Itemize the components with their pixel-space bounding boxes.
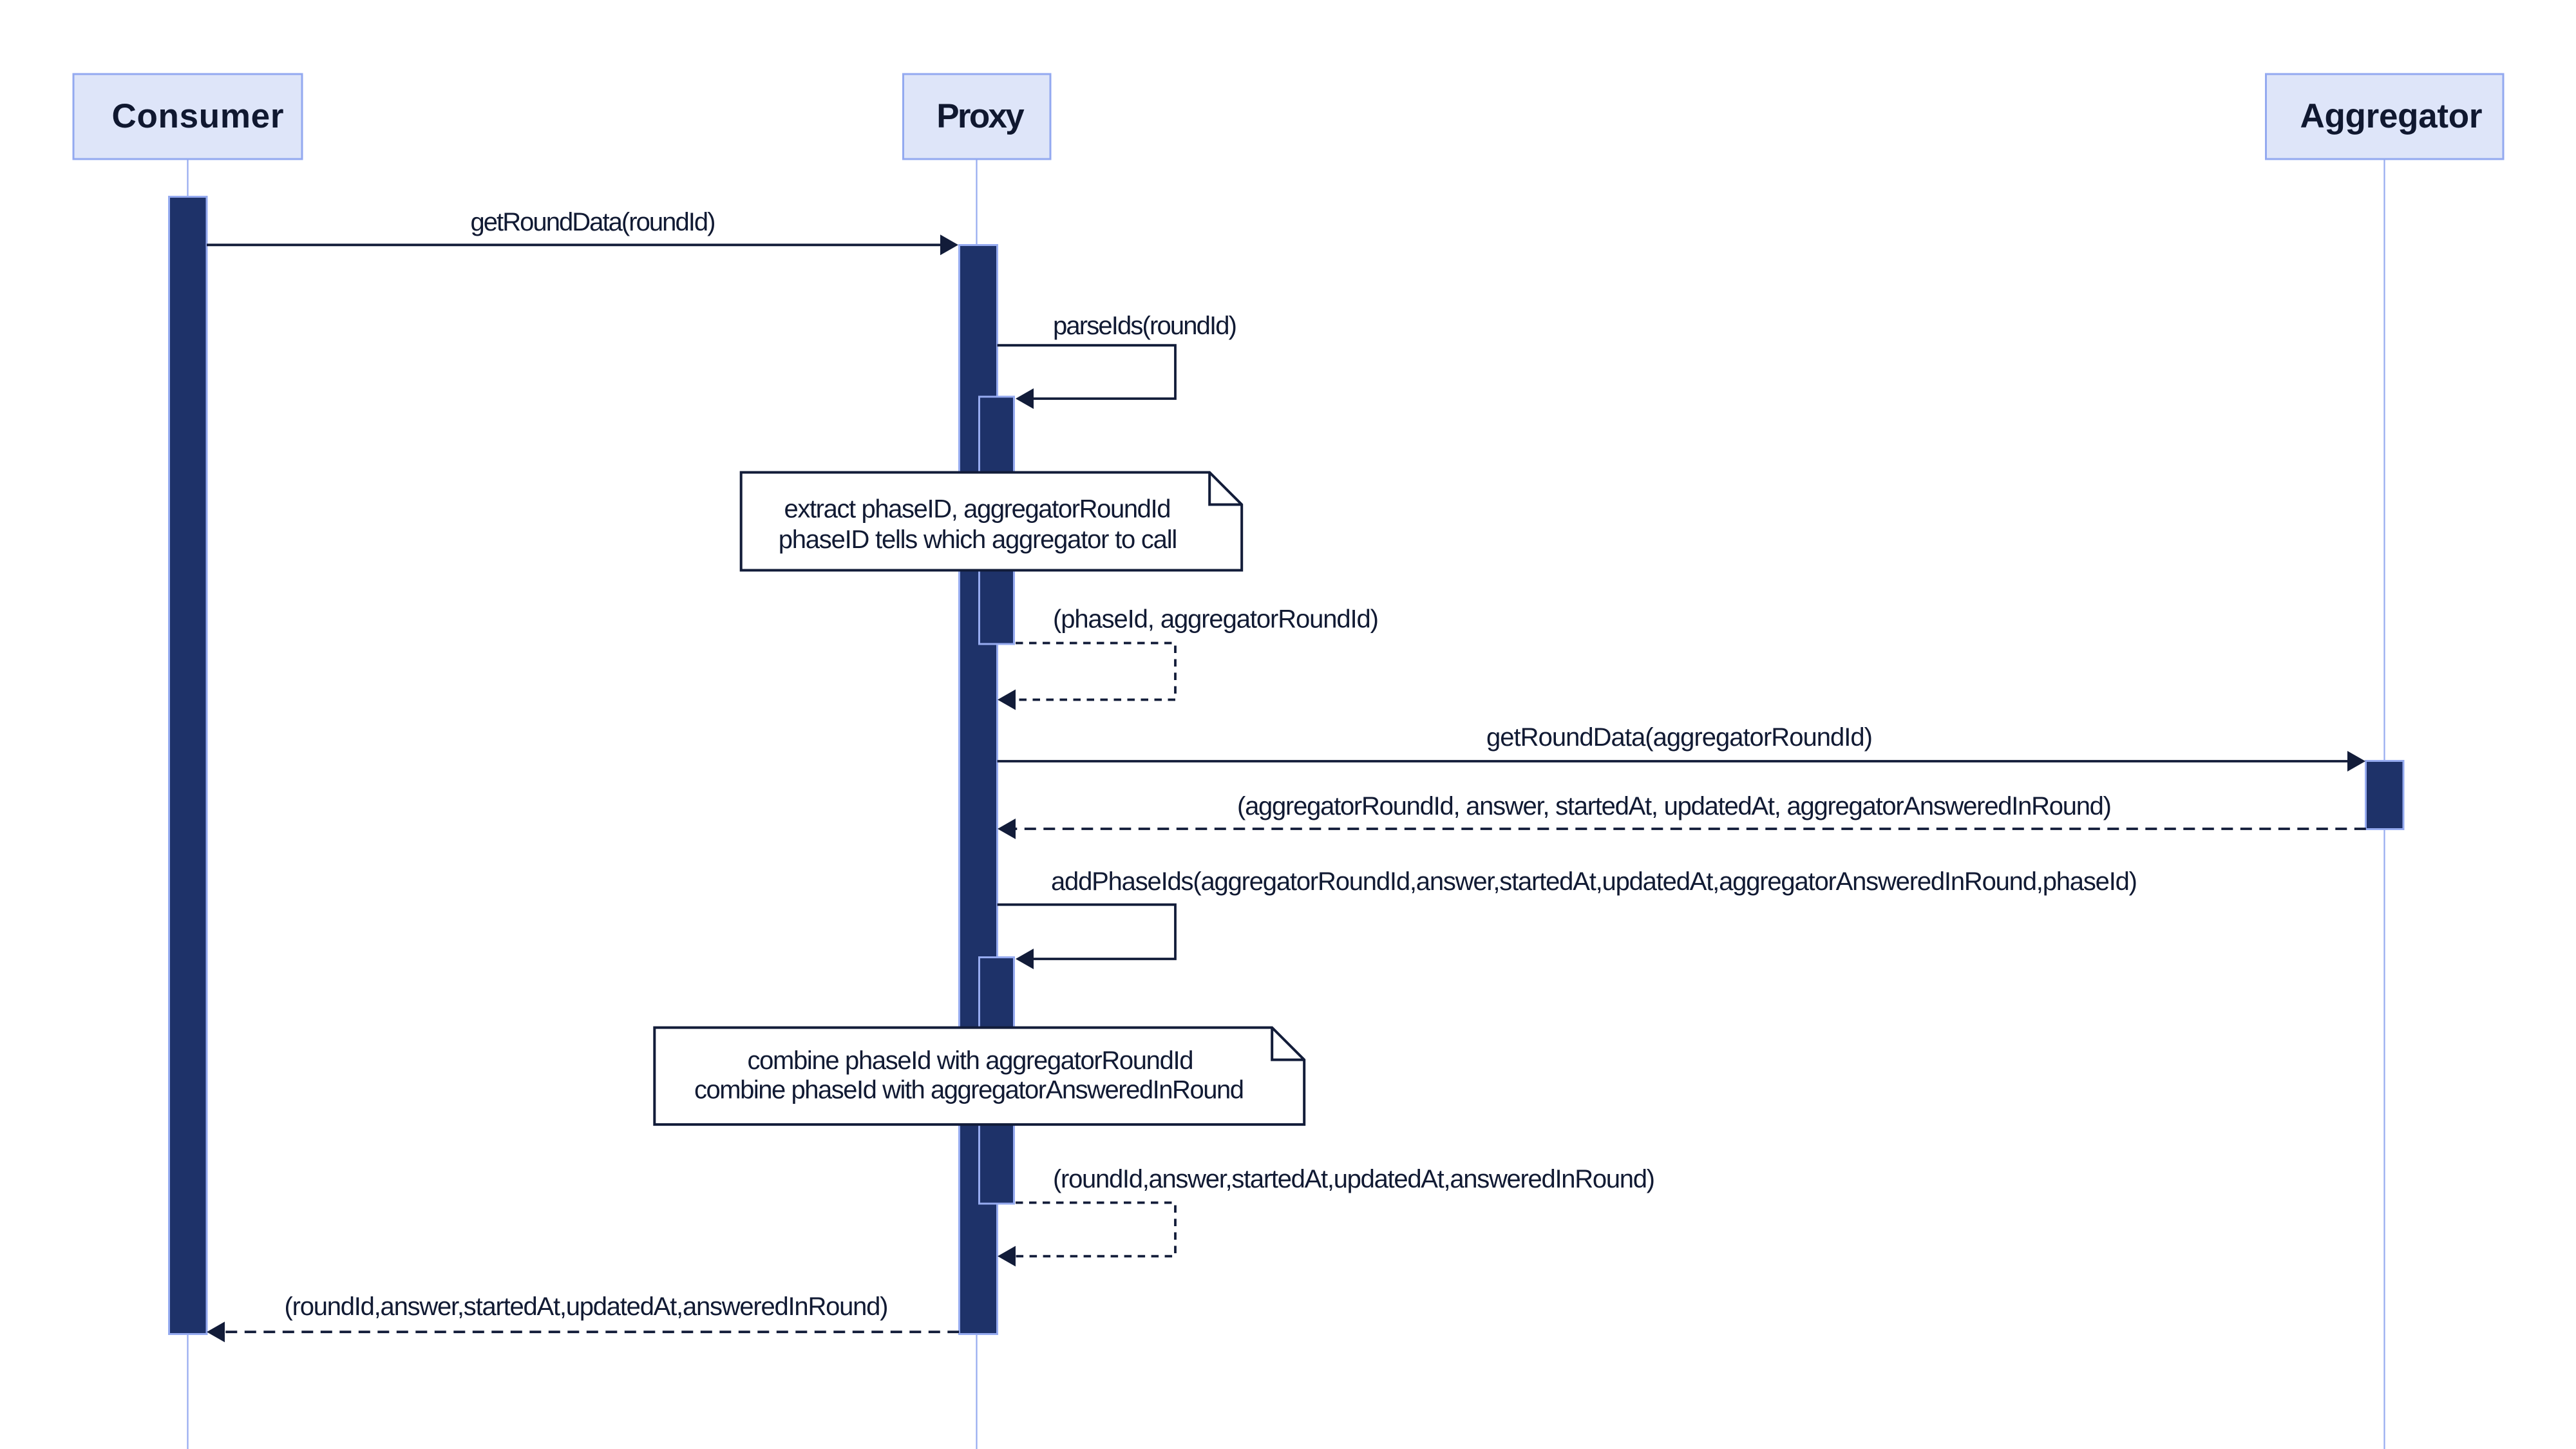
svg-text:extract phaseID, aggregatorRou: extract phaseID, aggregatorRoundId bbox=[784, 495, 1171, 524]
svg-text:parseIds(roundId): parseIds(roundId) bbox=[1053, 312, 1237, 340]
svg-text:(aggregatorRoundId, answer, st: (aggregatorRoundId, answer, startedAt, u… bbox=[1237, 792, 2112, 820]
svg-text:getRoundData(roundId): getRoundData(roundId) bbox=[471, 208, 716, 236]
svg-text:(roundId,answer,startedAt,upda: (roundId,answer,startedAt,updatedAt,answ… bbox=[1053, 1165, 1655, 1193]
svg-text:addPhaseIds(aggregatorRoundId,: addPhaseIds(aggregatorRoundId,answer,sta… bbox=[1051, 867, 2137, 896]
svg-text:Consumer: Consumer bbox=[112, 97, 284, 135]
svg-text:Proxy: Proxy bbox=[936, 97, 1025, 135]
svg-text:Aggregator: Aggregator bbox=[2300, 97, 2483, 135]
svg-text:phaseID tells which aggregator: phaseID tells which aggregator to call bbox=[779, 526, 1178, 554]
svg-text:combine phaseId with aggregato: combine phaseId with aggregatorAnsweredI… bbox=[694, 1076, 1244, 1104]
svg-text:combine phaseId with aggregato: combine phaseId with aggregatorRoundId bbox=[748, 1046, 1194, 1075]
svg-text:(phaseId, aggregatorRoundId): (phaseId, aggregatorRoundId) bbox=[1053, 605, 1379, 634]
svg-text:(roundId,answer,startedAt,upda: (roundId,answer,startedAt,updatedAt,answ… bbox=[285, 1293, 889, 1321]
svg-text:getRoundData(aggregatorRoundId: getRoundData(aggregatorRoundId) bbox=[1486, 723, 1873, 752]
